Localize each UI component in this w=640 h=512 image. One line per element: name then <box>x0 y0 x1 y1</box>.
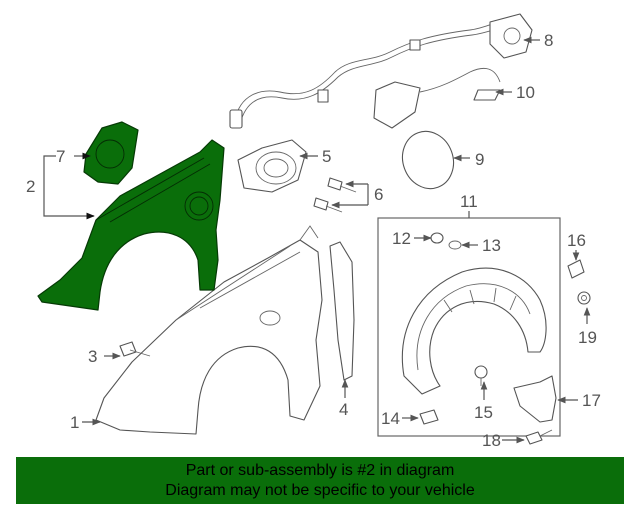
callout-17: 17 <box>582 391 601 410</box>
leader-lines <box>43 36 591 444</box>
washer-13 <box>448 240 462 250</box>
fuel-filler-housing <box>237 139 307 193</box>
front-fender-highlighted <box>37 139 225 311</box>
clip-14 <box>419 409 439 425</box>
callout-19: 19 <box>578 328 597 347</box>
callout-8: 8 <box>544 31 553 50</box>
callout-9: 9 <box>475 150 484 169</box>
notice-banner: Part or sub-assembly is #2 in diagram Di… <box>16 457 624 504</box>
callout-1: 1 <box>70 413 79 432</box>
callout-2: 2 <box>26 177 35 196</box>
callout-4: 4 <box>339 400 348 419</box>
callout-16: 16 <box>567 231 586 250</box>
front-fender-outline <box>95 225 323 435</box>
callout-10: 10 <box>516 83 535 102</box>
callout-7: 7 <box>56 147 65 166</box>
bracket-17 <box>513 375 557 423</box>
callout-labels: 1 2 3 4 5 6 7 8 9 10 11 12 13 14 15 16 1… <box>26 31 601 450</box>
retainer-16 <box>567 259 585 279</box>
screw-18 <box>525 429 553 445</box>
fender-bracket-highlighted <box>83 121 139 185</box>
callout-5: 5 <box>322 147 331 166</box>
callout-14: 14 <box>381 409 400 428</box>
banner-line-1: Part or sub-assembly is #2 in diagram <box>185 462 455 479</box>
fastener-15 <box>474 365 488 386</box>
fender-seal <box>329 241 355 381</box>
inner-fender-liner <box>401 267 547 395</box>
wiring-harness <box>229 13 533 129</box>
callout-3: 3 <box>88 347 97 366</box>
banner-line-2: Diagram may not be specific to your vehi… <box>165 482 475 499</box>
clip-12 <box>430 232 444 244</box>
callout-6: 6 <box>374 185 383 204</box>
fuel-door-seal <box>401 130 455 190</box>
screw-pair <box>313 177 357 213</box>
callout-12: 12 <box>392 229 411 248</box>
callout-13: 13 <box>482 236 501 255</box>
callout-18: 18 <box>482 431 501 450</box>
clip-19 <box>577 291 591 305</box>
callout-15: 15 <box>474 403 493 422</box>
parts-diagram: 1 2 3 4 5 6 7 8 9 10 11 12 13 14 15 16 1… <box>26 13 601 450</box>
bolt-3 <box>119 341 151 357</box>
callout-11: 11 <box>460 192 478 211</box>
